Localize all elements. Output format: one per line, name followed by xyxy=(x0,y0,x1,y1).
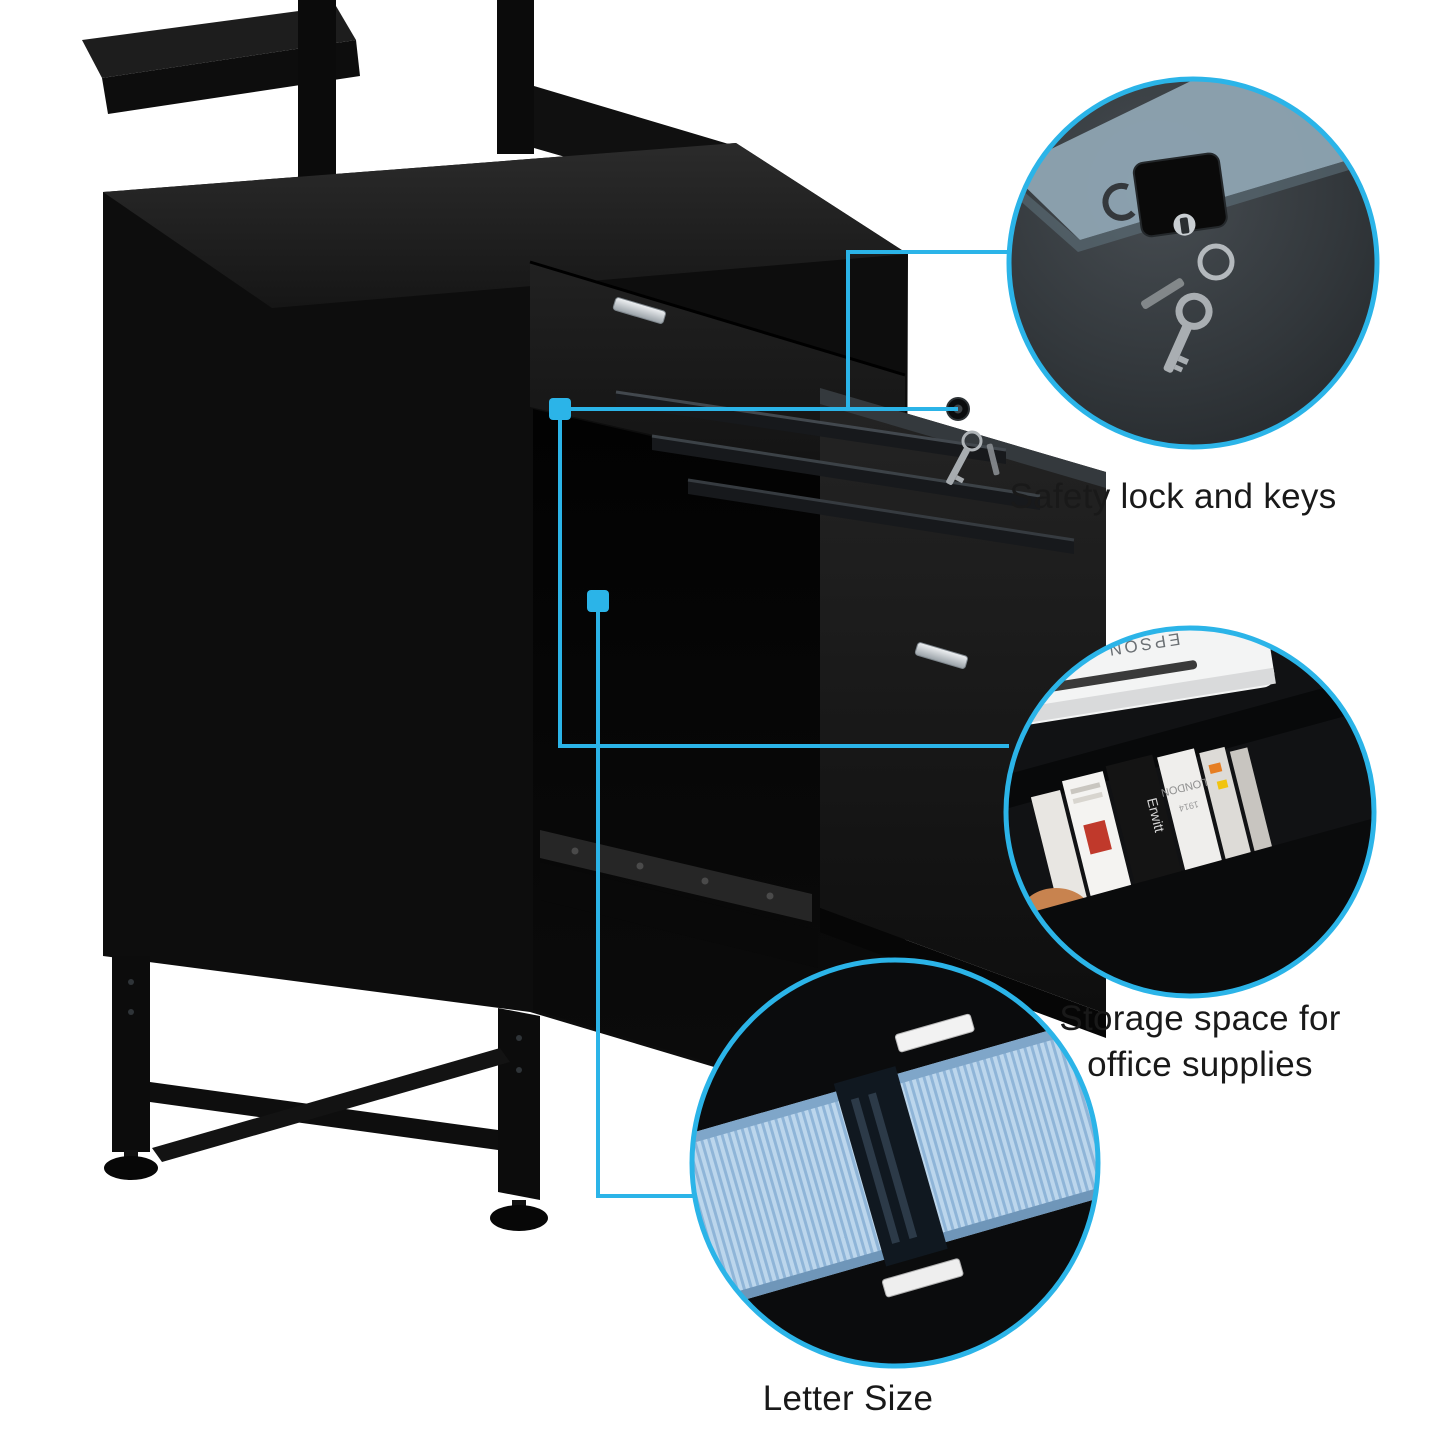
drawer-slide-rail xyxy=(540,830,812,922)
callout-marker-letter xyxy=(587,590,609,612)
magazine-year-text: 1914 xyxy=(1178,799,1200,814)
lock-closeup xyxy=(1102,152,1228,238)
cabinet-top-surface xyxy=(103,143,908,308)
caption-storage-space: Storage space for office supplies xyxy=(975,996,1425,1088)
caption-safety-lock: Safety lock and keys xyxy=(1009,477,1337,516)
caption-storage-line-2: office supplies xyxy=(1087,1045,1313,1084)
hutch-post-right xyxy=(497,0,534,154)
top-drawer-handle xyxy=(612,297,666,324)
callout-ring-storage xyxy=(1003,625,1377,999)
file-tab-lower xyxy=(881,1258,964,1298)
callout-ring-letter xyxy=(689,957,1101,1369)
keys-closeup xyxy=(1141,243,1235,373)
callout-marker-storage xyxy=(549,398,571,420)
open-drawer-handle xyxy=(914,642,968,669)
callout-ring-lock xyxy=(1006,76,1380,450)
file-cabinet-illustration xyxy=(82,0,1106,1231)
cavity-bottom-board xyxy=(540,862,818,968)
caption-letter-size: Letter Size xyxy=(762,1379,934,1418)
drawer-gap-line xyxy=(529,260,906,377)
caption-storage-line-1: Storage space for xyxy=(1059,999,1341,1038)
slide-rail-screws xyxy=(571,847,774,900)
connector-letter xyxy=(596,601,695,1198)
callout-connectors xyxy=(558,250,1010,1198)
connector-lock-elbow xyxy=(846,250,1010,409)
hutch-shelf-top xyxy=(82,6,356,78)
file-tab-upper xyxy=(894,1013,975,1053)
connector-storage xyxy=(558,409,1009,748)
drawer-keys xyxy=(946,430,1000,485)
hutch-shelf-front xyxy=(102,40,360,114)
